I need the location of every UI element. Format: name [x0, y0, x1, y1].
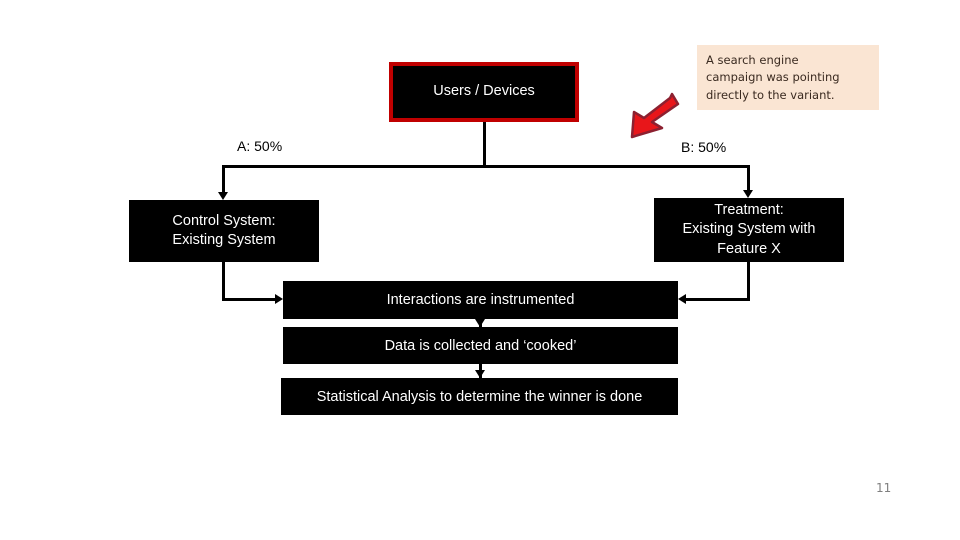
connector-control-down	[222, 262, 225, 300]
arrowhead-down-treatment	[743, 190, 753, 198]
node-treatment-line-1: Treatment:	[714, 202, 784, 219]
page-number: 11	[876, 481, 892, 495]
node-control-system-text: Control System: Existing System	[172, 212, 275, 251]
callout-line-3: directly to the variant.	[706, 87, 835, 102]
pipeline-bar-statistical-analysis[interactable]: Statistical Analysis to determine the wi…	[281, 378, 678, 415]
red-arrow-icon	[630, 92, 680, 139]
pipeline-bar-statistical-analysis-label: Statistical Analysis to determine the wi…	[316, 388, 643, 405]
pipeline-bar-interactions[interactable]: Interactions are instrumented	[283, 281, 678, 319]
arrowhead-right-into-pipeline	[275, 294, 283, 304]
connector-drop-treatment	[747, 165, 750, 192]
node-treatment-line-2: Existing System with	[682, 221, 816, 238]
node-control-system-line-1: Control System:	[172, 212, 276, 229]
callout-line-1: A search engine	[706, 53, 799, 67]
node-treatment[interactable]: Treatment: Existing System with Feature …	[654, 198, 844, 262]
arrowhead-down-control	[218, 192, 228, 200]
split-label-a: A: 50%	[237, 138, 283, 154]
pipeline-bar-data-collected[interactable]: Data is collected and ‘cooked’	[283, 327, 678, 364]
node-control-system[interactable]: Control System: Existing System	[129, 200, 319, 262]
pipeline-bar-interactions-label: Interactions are instrumented	[386, 292, 575, 308]
node-users-devices[interactable]: Users / Devices	[389, 62, 579, 122]
node-treatment-text: Treatment: Existing System with Feature …	[683, 201, 816, 259]
callout-search-engine-campaign: A search engine campaign was pointing di…	[697, 45, 879, 110]
connector-control-into-pipeline	[222, 298, 277, 301]
connector-split-bus	[222, 165, 750, 168]
node-control-system-line-2: Existing System	[172, 232, 276, 248]
node-users-devices-label: Users / Devices	[433, 83, 535, 100]
split-label-b: B: 50%	[681, 139, 727, 155]
callout-line-2: campaign was pointing	[706, 70, 840, 85]
pipeline-bar-data-collected-label: Data is collected and ‘cooked’	[384, 337, 577, 354]
arrowhead-down-bar-2	[475, 319, 485, 327]
arrowhead-left-into-pipeline	[678, 294, 686, 304]
node-treatment-line-3: Feature X	[717, 240, 781, 257]
connector-drop-control	[222, 165, 225, 194]
connector-root-stem	[483, 122, 486, 168]
connector-treatment-into-pipeline	[686, 298, 750, 301]
arrowhead-down-bar-3	[475, 370, 485, 378]
connector-treatment-down	[747, 262, 750, 300]
